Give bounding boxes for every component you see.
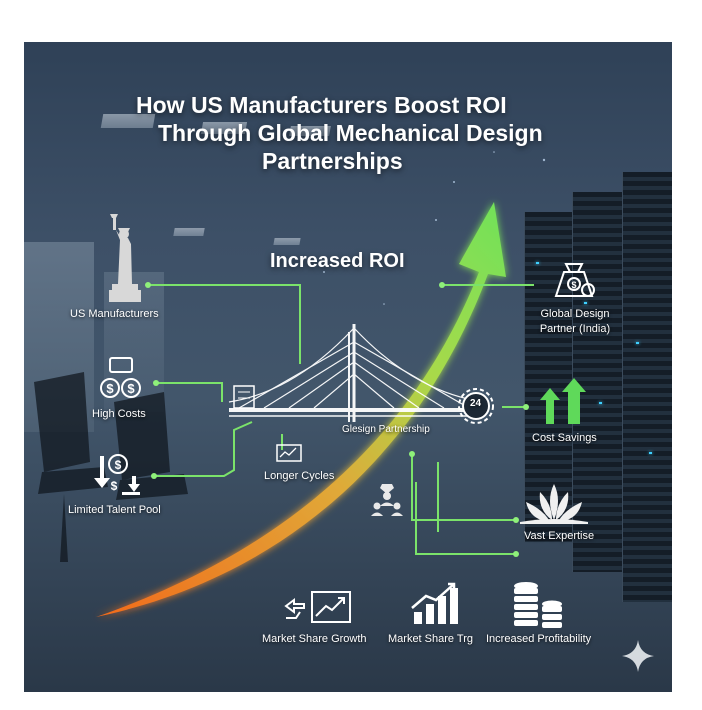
connector-bottom	[415, 482, 516, 555]
team-people-icon	[371, 484, 403, 516]
longer-cycles-label: Longer Cycles	[264, 470, 335, 482]
badge-24: 24	[470, 398, 482, 409]
global-design-partner-label-1: Global Design	[540, 308, 610, 320]
server-led	[599, 402, 602, 404]
market-share-growth-label: Market Share Growth	[262, 633, 367, 645]
server-led	[584, 302, 587, 304]
svg-text:$: $	[127, 381, 135, 396]
connector-costs	[156, 382, 223, 402]
title-line-2: Through Global Mechanical Design	[158, 120, 543, 146]
statue-of-liberty-icon	[109, 214, 141, 302]
server-rack	[622, 172, 672, 602]
cost-savings-arrows-icon	[540, 378, 586, 424]
infographic-panel: How US Manufacturers Boost ROI Through G…	[24, 42, 672, 692]
connector-talent	[154, 421, 253, 477]
market-growth-chart-icon	[284, 591, 351, 623]
diagram-overlay	[34, 151, 654, 672]
glesign-partnership-label: Glesign Partnership	[342, 424, 430, 435]
particles	[323, 151, 546, 305]
global-design-partner-label-2: Partner (India)	[539, 323, 611, 335]
svg-text:$: $	[115, 458, 122, 472]
sparkle-icon	[622, 640, 654, 672]
increased-profitability-label: Increased Profitability	[486, 633, 592, 645]
server-led	[536, 262, 539, 264]
title-line-1: How US Manufacturers Boost ROI	[136, 92, 507, 118]
limited-talent-pool-label: Limited Talent Pool	[68, 504, 161, 516]
increased-roi-label: Increased ROI	[270, 250, 405, 272]
connector-expertise	[411, 454, 516, 521]
svg-text:$: $	[111, 479, 118, 493]
us-manufacturers-label: US Manufacturers	[70, 308, 159, 320]
server-box-icon	[233, 385, 255, 409]
monitor-chart-icon	[276, 444, 302, 462]
vast-expertise-label: Vast Expertise	[524, 530, 595, 542]
dollar-down-arrow-icon: $ $	[94, 454, 140, 495]
connector-us	[148, 284, 301, 364]
lotus-icon	[520, 484, 588, 524]
bar-trend-icon	[411, 582, 458, 624]
gear-24-icon	[458, 388, 494, 424]
dollar-cost-icon: $ $	[100, 357, 141, 398]
cost-savings-label: Cost Savings	[532, 432, 597, 444]
connector-lines	[148, 284, 534, 555]
bridge-icon	[228, 324, 485, 422]
connector-dots	[145, 282, 529, 557]
market-share-trg-label: Market Share Trg	[388, 633, 473, 645]
server-led	[636, 342, 639, 344]
coin-stacks-icon	[514, 582, 562, 628]
server-rack	[524, 212, 573, 542]
money-bag-icon: $	[554, 263, 595, 297]
high-costs-label: High Costs	[92, 408, 146, 420]
svg-text:$: $	[106, 381, 114, 396]
title-line-3: Partnerships	[262, 148, 403, 174]
server-led	[649, 452, 652, 454]
svg-text:$: $	[571, 280, 576, 290]
